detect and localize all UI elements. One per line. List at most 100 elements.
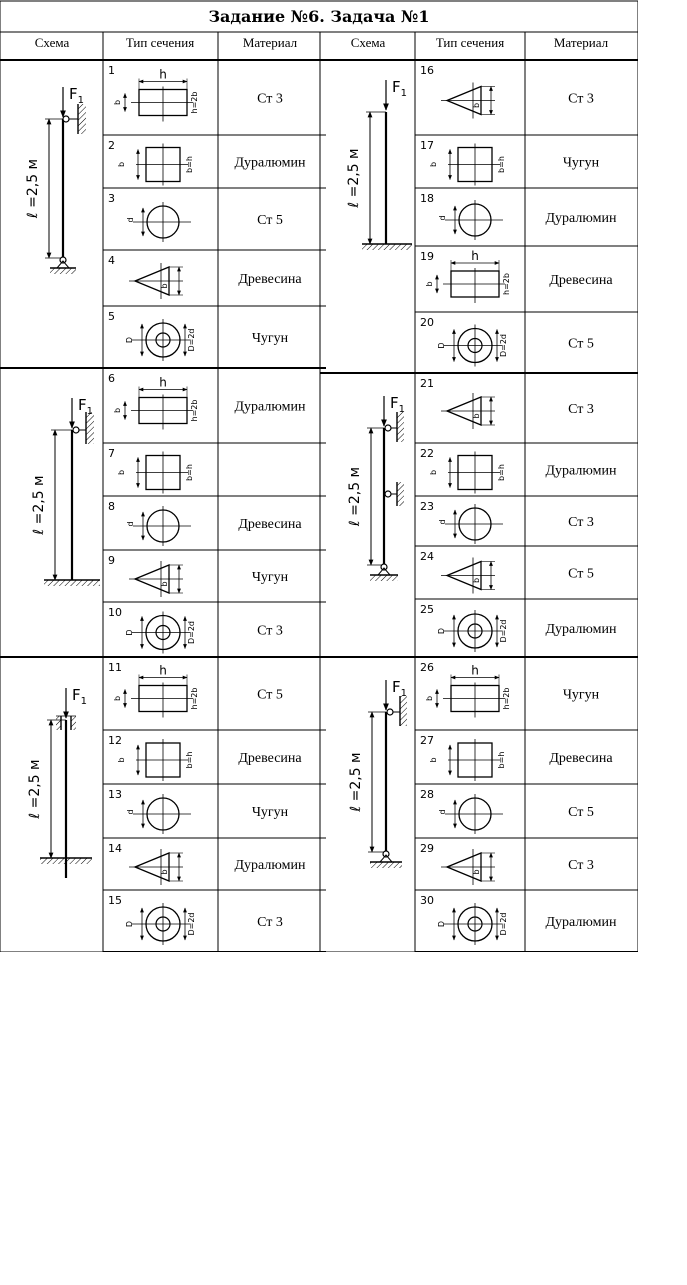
scheme-3: F1ℓ =2,5 м [27, 686, 92, 878]
variant-number: 19 [420, 250, 434, 263]
table-row: 21 b Ст 3 [415, 377, 638, 444]
dim-d-label: d [126, 809, 135, 814]
task-table: Задание №6. Задача №1 Схема Тип сечения … [0, 0, 638, 952]
force-label: F1 [392, 678, 407, 699]
dim-b-label: b [113, 696, 122, 701]
dim-h2b-label: h=2b [190, 688, 199, 710]
section-figure: b b=h [429, 451, 506, 494]
variant-number: 4 [108, 254, 115, 267]
table-row: 23 d Ст 3 [415, 500, 638, 547]
variant-number: 21 [420, 377, 434, 390]
section-figure: D D=2d [125, 319, 196, 361]
material-label: Ст 3 [568, 515, 594, 530]
material-label: Древесина [238, 751, 302, 766]
force-label: F1 [78, 396, 93, 417]
dim-D-label: D [125, 337, 134, 343]
material-label: Древесина [549, 273, 613, 288]
force-label: F1 [69, 85, 84, 106]
scheme-5: F1ℓ =2,5 м [347, 394, 405, 581]
variant-number: 20 [420, 316, 434, 329]
material-label: Ст 3 [568, 402, 594, 417]
material-label: Ст 5 [568, 805, 594, 820]
material-label: Дуралюмин [235, 156, 306, 171]
dim-d-label: d [438, 215, 447, 220]
pin-icon [382, 850, 390, 858]
dim-h2b-label: h=2b [502, 273, 511, 295]
dim-D-label: D [125, 921, 134, 927]
support-hatch [370, 862, 402, 868]
dim-b-label: b [117, 162, 126, 167]
support-hatch [370, 575, 398, 581]
section-figure: d [438, 504, 503, 544]
variant-number: 24 [420, 550, 434, 563]
dim-b-label: b [160, 581, 169, 586]
variant-number: 18 [420, 192, 434, 205]
table-grid [0, 0, 638, 952]
material-label: Дуралюмин [546, 622, 617, 637]
dim-b-label: b [429, 162, 438, 167]
section-figure: d [126, 794, 191, 834]
variant-number: 5 [108, 310, 115, 323]
material-label: Чугун [563, 156, 600, 171]
dim-h2b-label: h=2b [190, 400, 199, 422]
dim-D2d-label: D=2d [499, 912, 508, 935]
task-table-drawing: Задание №6. Задача №1 Схема Тип сечения … [0, 0, 638, 952]
variant-number: 10 [108, 606, 122, 619]
scheme-1: F1 ℓ =2,5 м [25, 85, 86, 274]
material-label: Ст 5 [257, 213, 283, 228]
support-hatch [362, 244, 412, 250]
dim-b-label: b [425, 696, 434, 701]
support-hatch [44, 580, 100, 586]
variant-number: 17 [420, 139, 434, 152]
variant-number: 29 [420, 842, 434, 855]
section-figure: b [129, 849, 183, 885]
force-label: F1 [392, 78, 407, 99]
support-hatch [78, 104, 86, 134]
material-label: Чугун [252, 570, 289, 585]
section-figure: d [438, 794, 503, 834]
variant-number: 23 [420, 500, 434, 513]
dim-b-label: b [160, 869, 169, 874]
dim-b-label: b [472, 413, 481, 418]
variant-number: 1 [108, 64, 115, 77]
dim-bh-label: b=h [497, 464, 506, 481]
section-figure: b [129, 263, 183, 299]
dim-d-label: d [438, 809, 447, 814]
section-figure: d [126, 202, 191, 242]
dim-D2d-label: D=2d [187, 621, 196, 644]
support-hatch [71, 716, 76, 730]
dim-b-label: b [472, 103, 481, 108]
dim-bh-label: b=h [185, 464, 194, 481]
material-label: Древесина [238, 517, 302, 532]
dim-D-label: D [437, 628, 446, 634]
material-label: Ст 3 [568, 858, 594, 873]
header-section-type-2: Тип сечения [436, 35, 504, 50]
length-label: ℓ =2,5 м [25, 159, 41, 219]
dim-d-label: d [126, 521, 135, 526]
force-label: F1 [390, 394, 405, 415]
table-header: Схема Тип сечения Материал Схема Тип сеч… [35, 35, 609, 50]
dim-D2d-label: D=2d [187, 328, 196, 351]
dim-D-label: D [125, 629, 134, 635]
dim-b-label: b [429, 470, 438, 475]
variant-number: 12 [108, 734, 122, 747]
dim-b-label: b [472, 869, 481, 874]
support-hatch [40, 858, 92, 864]
